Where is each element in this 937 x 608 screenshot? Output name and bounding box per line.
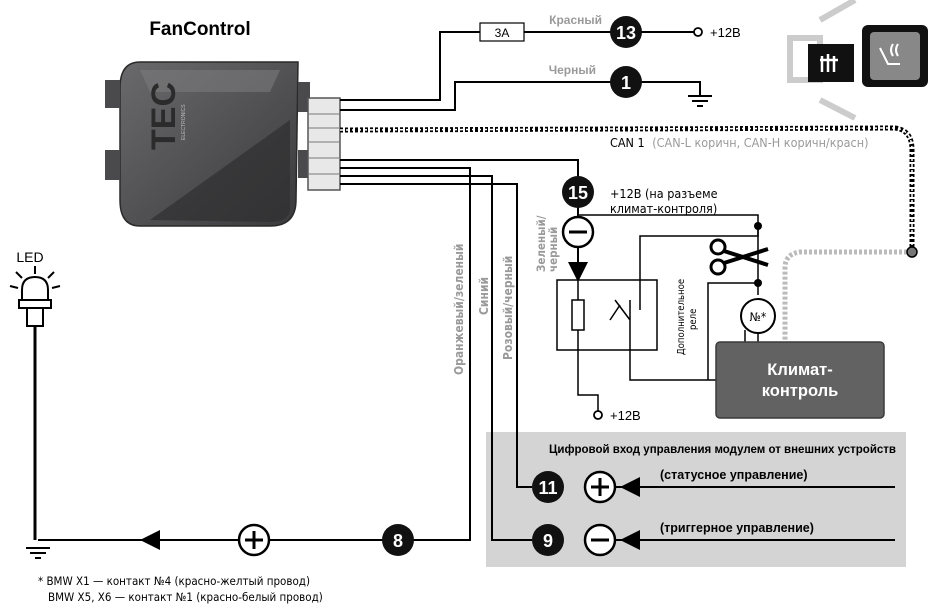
pin-13-label: 13 xyxy=(616,23,636,43)
pin-11-badge xyxy=(532,471,564,503)
black-wire xyxy=(340,81,701,111)
blue-wire xyxy=(340,175,532,541)
orange-green-wire xyxy=(340,167,471,541)
pin-9-badge xyxy=(532,524,564,556)
device-connector xyxy=(307,97,341,191)
device-brand: TEC xyxy=(145,82,183,150)
climate-contact-label: №* xyxy=(750,310,767,324)
red-wire xyxy=(340,31,480,101)
climate-control-box xyxy=(715,341,885,419)
relay-label-2: реле xyxy=(688,309,699,330)
climate-control-label-2: контроль xyxy=(762,382,839,400)
led-label: LED xyxy=(16,249,43,265)
can-bus-to-climate xyxy=(782,249,912,340)
climate-supply-note-1: +12В (на разъеме xyxy=(610,186,718,201)
green-black-label-1: Зеленый/ xyxy=(534,215,548,272)
blue-wire-label: Синий xyxy=(477,277,491,315)
footnote-line-2: BMW X5, X6 — контакт №1 (красно-белый пр… xyxy=(48,590,323,604)
digital-input-title: Цифровой вход управления модулем от внеш… xyxy=(549,444,896,456)
led-icon xyxy=(9,266,61,327)
pin-11-label: 11 xyxy=(538,478,557,498)
scissors-icon xyxy=(709,238,769,276)
pin-13-badge xyxy=(610,16,642,48)
fan-seat-buttons xyxy=(787,0,928,121)
pink-black-wire xyxy=(340,183,532,488)
pin-8-label: 8 xyxy=(393,531,403,551)
plus12-terminal-relay xyxy=(593,410,603,420)
fancontrol-module: TEC ELECTRONICS xyxy=(105,61,310,227)
climate-supply-note-2: климат-контроля) xyxy=(610,201,717,216)
ground-symbol-top xyxy=(688,95,712,107)
pin-1-label: 1 xyxy=(621,73,631,93)
svg-text:CAN 1 (CAN-L коричн, CAN-H: CAN 1 (CAN-L коричн, CAN-H коричн/красн) xyxy=(610,135,868,150)
can-junction xyxy=(906,246,918,258)
pink-black-wire-label: Розовый/черный xyxy=(501,256,515,360)
plus12-terminal-top xyxy=(693,27,703,37)
pin-1-badge xyxy=(610,66,642,98)
plus12-top-label: +12В xyxy=(710,25,741,40)
pin-15-badge xyxy=(562,176,594,208)
relay-coil xyxy=(571,299,585,331)
can-detail-label: (CAN-L коричн, CAN-H коричн/красн) xyxy=(652,135,868,150)
pin-8-badge xyxy=(382,524,414,556)
status-control-label: (статусное управление) xyxy=(660,468,808,482)
can-label: CAN 1 xyxy=(610,135,645,150)
relay-label-1: Дополнительное xyxy=(676,279,687,355)
ground-symbol-led xyxy=(26,547,50,559)
orange-green-wire-label: Оранжевый/зеленый xyxy=(452,244,466,375)
climate-control-label-1: Климат- xyxy=(767,361,832,379)
footnote-line-1: * BMW X1 — контакт №4 (красно-желтый про… xyxy=(38,574,310,588)
pin-9-label: 9 xyxy=(543,531,553,551)
fan-button-icon xyxy=(808,44,854,82)
device-brand-sub: ELECTRONICS xyxy=(181,104,187,140)
device-title: FanControl xyxy=(149,19,250,40)
plus12-relay-label: +12В xyxy=(610,408,641,423)
black-wire-label: Черный xyxy=(549,63,596,77)
pin-15-label: 15 xyxy=(568,183,588,203)
red-wire-label: Красный xyxy=(549,13,602,27)
green-black-label-2: черный xyxy=(546,227,560,272)
trigger-control-label: (триггерное управление) xyxy=(660,521,814,535)
fuse-label: 3A xyxy=(495,26,510,40)
can-bus-wire xyxy=(339,125,915,248)
